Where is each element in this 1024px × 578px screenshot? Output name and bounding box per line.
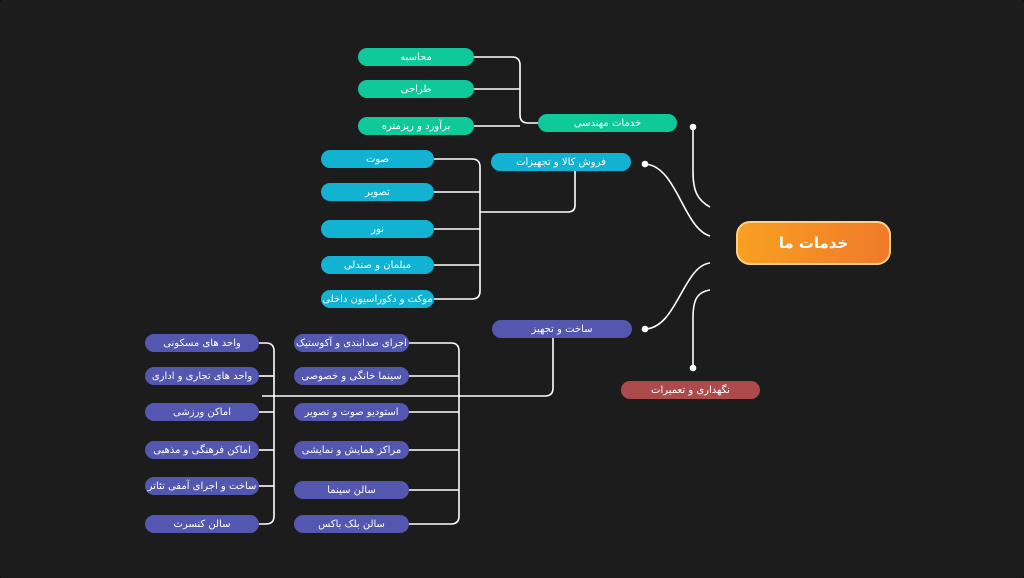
construction-inner-item: اجرای صدابندی و آکوستیک <box>294 334 409 352</box>
connector-dot <box>689 364 697 372</box>
engineering-item: برآورد و ریزمتره <box>358 117 474 135</box>
engineering-item: محاسبه <box>358 48 474 66</box>
construction-inner-item: سالن بلک باکس <box>294 515 409 533</box>
sales-item: مبلمان و صندلی <box>321 256 434 274</box>
construction-inner-item: استودیو صوت و تصویر <box>294 403 409 421</box>
root-node: خدمات ما <box>736 221 891 265</box>
connector-dot <box>689 123 697 131</box>
connector-engineering-bracket <box>474 56 540 124</box>
construction-node: ساخت و تجهیز <box>492 320 632 338</box>
connector-dot <box>641 160 649 168</box>
construction-outer-item: سالن کنسرت <box>145 515 259 533</box>
maintenance-node: نگهداری و تعمیرات <box>621 381 760 399</box>
connector-inner-bracket <box>409 342 460 525</box>
construction-outer-item: واحد های تجاری و اداری <box>145 367 259 385</box>
sales-item: صوت <box>321 150 434 168</box>
connector-outer-bracket <box>259 342 275 525</box>
construction-inner-item: سالن سینما <box>294 481 409 499</box>
construction-inner-item: مراکز همایش و نمایشی <box>294 441 409 459</box>
construction-outer-item: اماکن ورزشی <box>145 403 259 421</box>
connector-root-maintenance <box>692 289 711 368</box>
sales-node: فروش کالا و تجهیزات <box>491 153 631 171</box>
sales-item: موکت و دکوراسیون داخلی <box>321 290 434 308</box>
connector-construction-link <box>262 337 554 397</box>
construction-inner-item: سینما خانگی و خصوصی <box>294 367 409 385</box>
connector-root-engineering <box>692 127 711 208</box>
construction-outer-item: اماکن فرهنگی و مذهبی <box>145 441 259 459</box>
sales-item: نور <box>321 220 434 238</box>
connector-dot <box>641 325 649 333</box>
construction-outer-item: ساخت و اجرای آمفی تئاتر <box>145 477 259 495</box>
connector-root-construction <box>644 262 711 330</box>
engineering-node: خدمات مهندسی <box>538 114 677 132</box>
connector-root-sales <box>644 163 711 237</box>
construction-outer-item: واحد های مسکونی <box>145 334 259 352</box>
sales-item: تصویر <box>321 183 434 201</box>
engineering-item: طراحی <box>358 80 474 98</box>
